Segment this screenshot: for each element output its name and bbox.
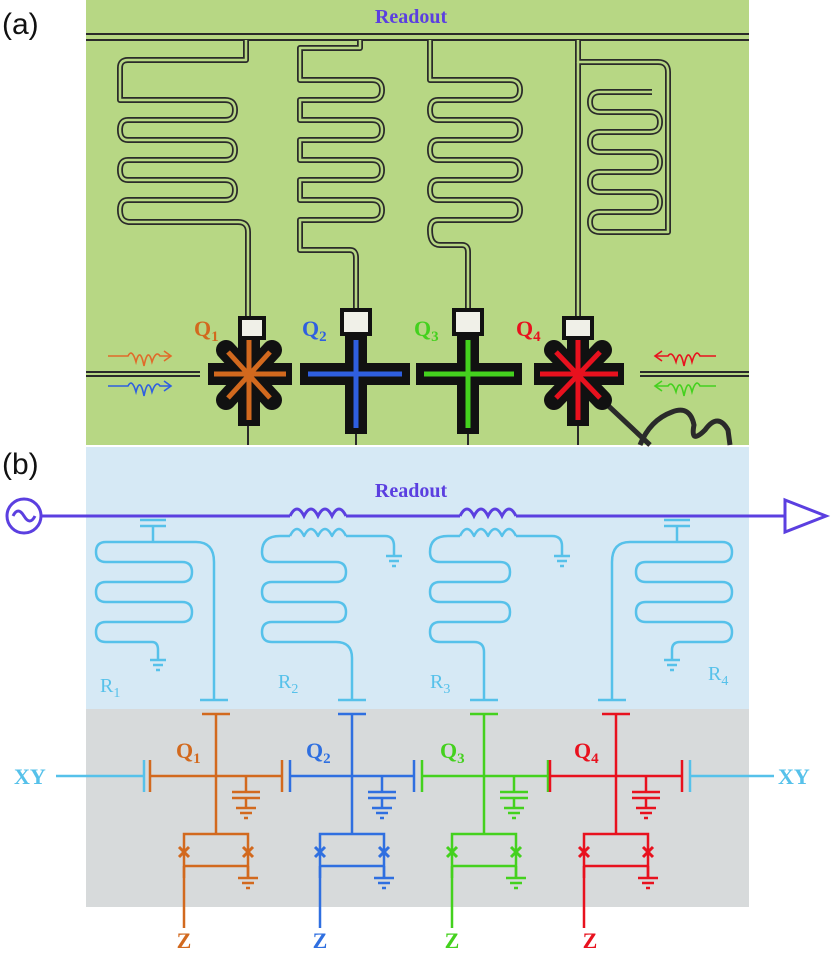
chip-resonators bbox=[117, 40, 671, 330]
chip-qubit-3-label: Q3 bbox=[414, 316, 439, 345]
qubit-circuit-3 bbox=[420, 712, 550, 928]
chip-qubit-2 bbox=[300, 308, 410, 434]
resonator-1-label: R1 bbox=[100, 675, 120, 701]
z-label-2: Z bbox=[313, 928, 328, 953]
readout-feedline bbox=[5, 497, 831, 535]
panel-b-readout-title: Readout bbox=[375, 480, 448, 502]
resonator-1 bbox=[94, 518, 228, 702]
z-label-4: Z bbox=[583, 928, 598, 953]
qubit-circuit-1 bbox=[148, 712, 284, 928]
qubit-3-label: Q3 bbox=[440, 738, 465, 767]
qubit-4-label: Q4 bbox=[574, 738, 599, 767]
panel-a-readout-title: Readout bbox=[375, 6, 448, 28]
qubit-1-label: Q1 bbox=[176, 738, 201, 767]
xy-left-label: XY bbox=[14, 764, 46, 789]
panel-a-label: (a) bbox=[2, 8, 39, 41]
chip-qubit-2-label: Q2 bbox=[302, 316, 327, 345]
xy-drive-lines bbox=[56, 760, 774, 792]
chip-qubit-4-label: Q4 bbox=[516, 316, 541, 345]
resonator-3 bbox=[428, 527, 570, 702]
resonator-3-label: R3 bbox=[430, 671, 450, 697]
qubit-circuit-4 bbox=[548, 712, 684, 928]
chip-qubit-3 bbox=[416, 308, 522, 434]
resonator-4 bbox=[598, 518, 734, 702]
chip-feedline bbox=[86, 33, 749, 41]
xy-right-label: XY bbox=[778, 764, 810, 789]
panel-b: (b) Readout bbox=[2, 447, 831, 953]
qubit-2-label: Q2 bbox=[306, 738, 331, 767]
z-label-1: Z bbox=[177, 928, 192, 953]
resonator-2 bbox=[260, 527, 402, 702]
chip-qubit-1 bbox=[208, 316, 292, 426]
chip-qubit-1-label: Q1 bbox=[194, 316, 219, 345]
panel-b-label: (b) bbox=[2, 448, 39, 481]
z-label-3: Z bbox=[445, 928, 460, 953]
panel-a: (a) Readout bbox=[2, 0, 749, 447]
chip-qubit-4 bbox=[534, 316, 624, 426]
resonator-2-label: R2 bbox=[278, 671, 298, 697]
resonator-4-label: R4 bbox=[708, 663, 728, 689]
qubit-circuits bbox=[148, 712, 684, 928]
resonator-schematic bbox=[94, 518, 734, 702]
chip-drive-pulses bbox=[108, 350, 716, 397]
qubit-circuit-2 bbox=[288, 712, 416, 928]
